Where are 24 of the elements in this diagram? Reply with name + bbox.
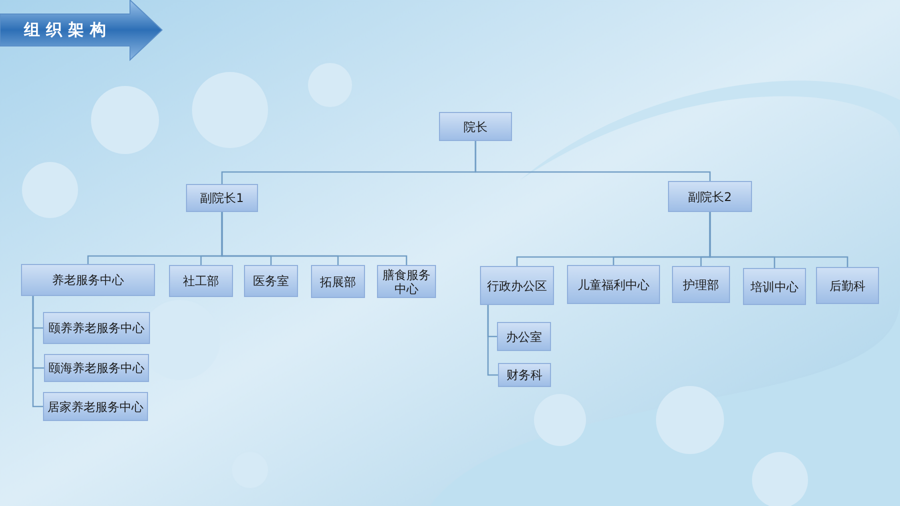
org-box: 培训中心 xyxy=(743,268,806,305)
org-box: 院长 xyxy=(439,112,512,141)
org-box: 居家养老服务中心 xyxy=(43,392,148,421)
connector-line xyxy=(474,141,711,181)
org-box: 护理部 xyxy=(672,266,730,303)
org-box: 膳食服务中心 xyxy=(377,265,436,298)
connector-line xyxy=(221,212,408,265)
connector-line xyxy=(487,305,498,376)
connector-line xyxy=(32,296,43,408)
org-box: 财务科 xyxy=(498,363,551,387)
org-box: 副院长2 xyxy=(668,181,752,212)
org-box: 后勤科 xyxy=(816,267,879,304)
org-box: 颐海养老服务中心 xyxy=(44,354,149,382)
org-box: 副院长1 xyxy=(186,184,258,212)
org-box: 办公室 xyxy=(497,322,551,351)
org-box: 儿童福利中心 xyxy=(567,265,660,304)
org-box: 社工部 xyxy=(169,265,233,297)
title: 组织架构 xyxy=(24,20,112,40)
org-box: 拓展部 xyxy=(311,265,365,298)
org-box: 养老服务中心 xyxy=(21,264,155,296)
connector-line xyxy=(709,212,848,267)
org-box: 行政办公区 xyxy=(480,266,554,305)
org-box: 医务室 xyxy=(244,265,298,297)
org-box: 颐养养老服务中心 xyxy=(43,312,150,344)
